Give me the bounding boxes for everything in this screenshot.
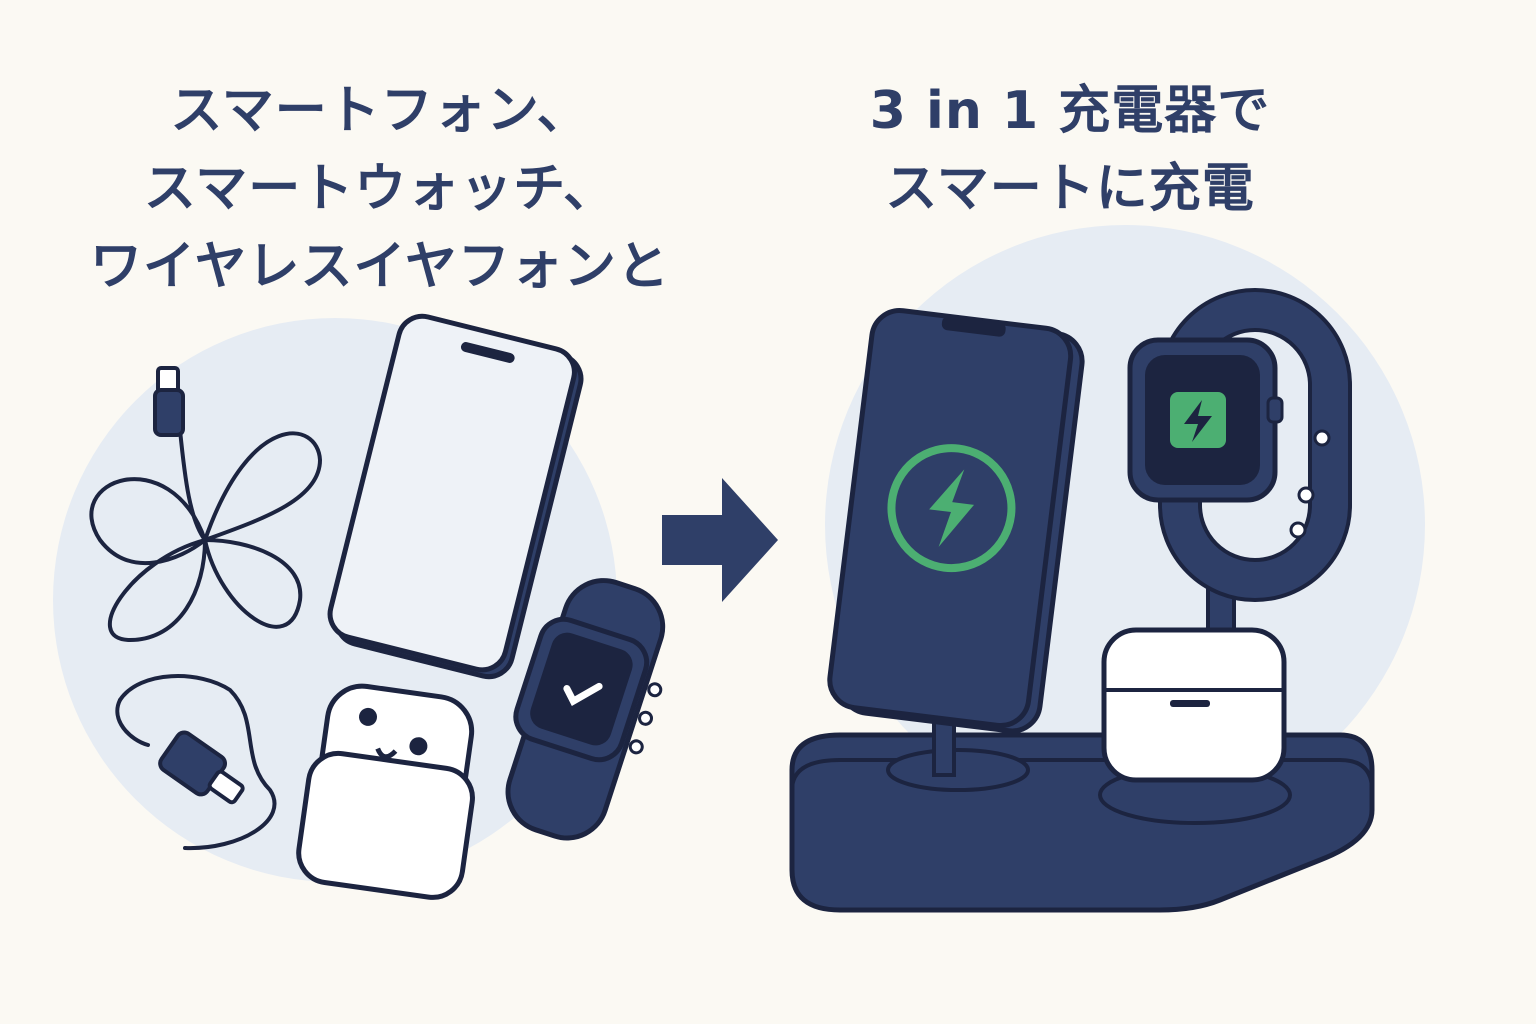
left-heading-line-1: スマートフォン、 [170, 81, 590, 141]
left-heading-line-3: ワイヤレスイヤフォンと [90, 237, 670, 297]
right-heading-line-1: 3 in 1 充電器で [869, 81, 1271, 141]
usb-cable-icon [89, 428, 323, 851]
left-heading-line-2: スマートウォッチ、 [143, 159, 617, 219]
docked-earbuds-case-icon [1101, 627, 1287, 783]
smartwatch-icon [505, 578, 666, 841]
usb-c-plug-icon [153, 366, 185, 437]
smartphone-icon [327, 313, 584, 680]
docked-smartwatch-icon [1127, 288, 1352, 602]
docked-smartphone-icon [827, 308, 1085, 734]
charging-bolt-icon [929, 469, 975, 547]
right-heading: 3 in 1 充電器で スマートに充電 [790, 72, 1350, 228]
earbuds-case-icon [296, 683, 475, 900]
arrow-right-icon [662, 478, 778, 602]
right-heading-line-2: スマートに充電 [885, 159, 1255, 219]
lightning-plug-icon [158, 730, 245, 805]
left-heading: スマートフォン、 スマートウォッチ、 ワイヤレスイヤフォンと [60, 72, 700, 306]
